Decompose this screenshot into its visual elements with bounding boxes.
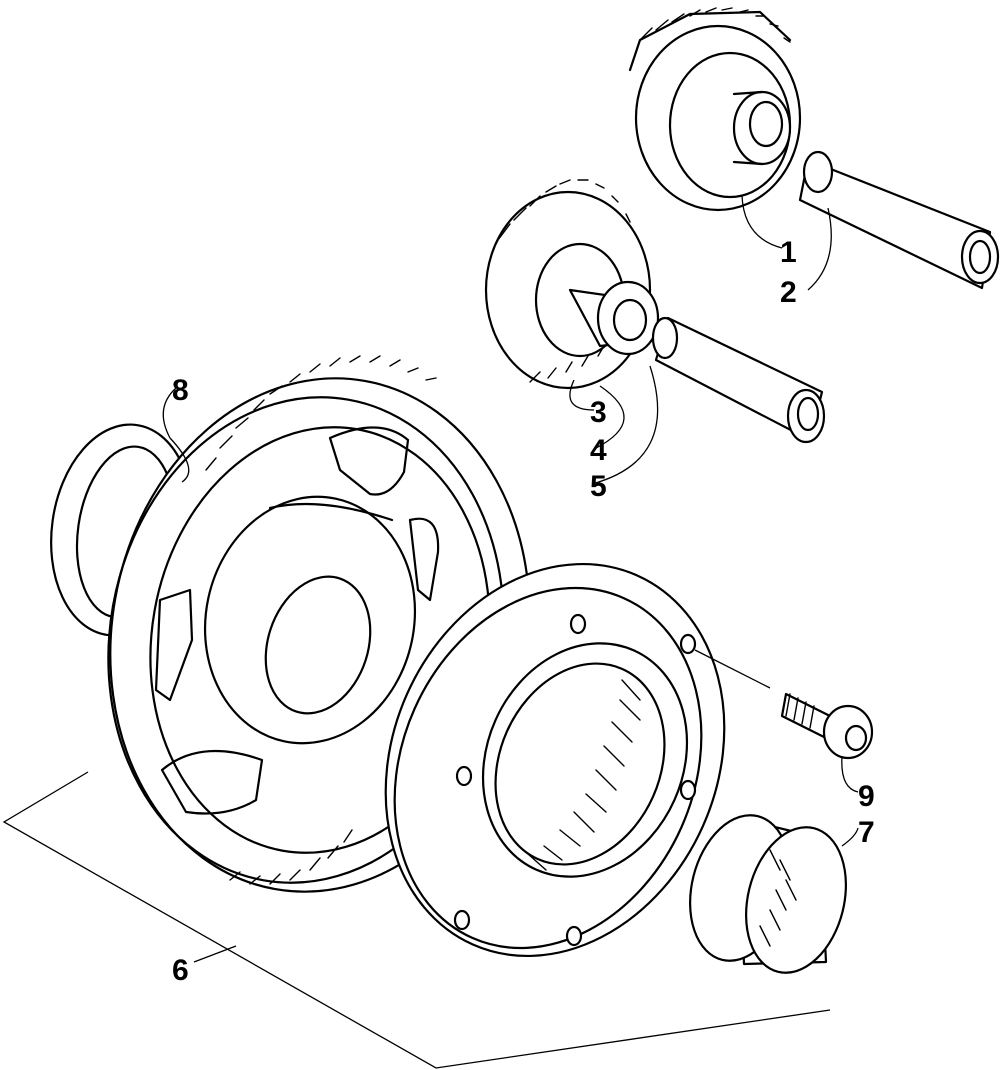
shaft-upper (798, 150, 1000, 290)
one-way-clutch-housing (384, 562, 726, 958)
callout-6: 6 (172, 954, 189, 987)
callout-8: 8 (172, 374, 189, 407)
callout-5: 5 (590, 470, 607, 503)
bolt (780, 692, 874, 760)
shaft-middle (651, 316, 826, 444)
idler-gear-upper (628, 7, 802, 212)
callout-9: 9 (858, 780, 875, 813)
leader-lines (2, 195, 859, 1069)
callout-3: 3 (590, 396, 607, 429)
callout-2: 2 (780, 276, 797, 309)
callout-4: 4 (590, 434, 607, 467)
needle-bearing (689, 814, 847, 974)
idler-gear-middle (484, 179, 660, 390)
callout-7: 7 (858, 816, 875, 849)
callout-1: 1 (780, 236, 797, 269)
